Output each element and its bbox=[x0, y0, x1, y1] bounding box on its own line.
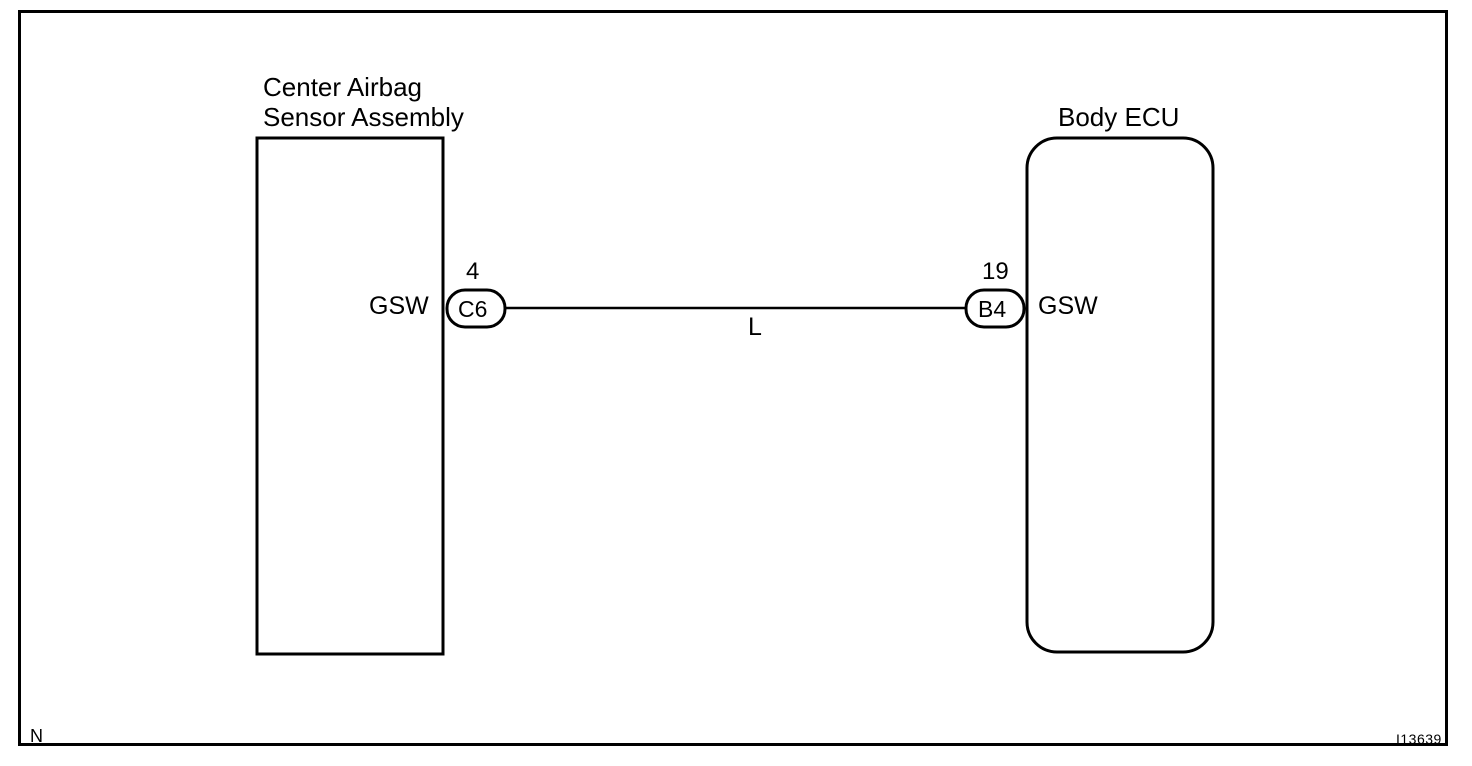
connector-c6 bbox=[445, 288, 507, 329]
body-ecu-box bbox=[1025, 136, 1215, 654]
left-pin-number: 4 bbox=[466, 258, 480, 285]
corner-letter: N bbox=[30, 726, 43, 746]
center-airbag-sensor-box bbox=[255, 136, 445, 656]
left-connector-code: C6 bbox=[458, 296, 488, 322]
center-airbag-title-line1: Center Airbag bbox=[263, 72, 422, 102]
right-terminal-label: GSW bbox=[1038, 292, 1098, 320]
center-airbag-title-line2: Sensor Assembly bbox=[263, 102, 464, 132]
diagram-frame bbox=[18, 10, 1448, 746]
right-pin-number: 19 bbox=[982, 258, 1009, 285]
left-terminal-label: GSW bbox=[369, 292, 429, 320]
body-ecu-title: Body ECU bbox=[1058, 102, 1180, 132]
figure-id: I13639 bbox=[1396, 731, 1442, 747]
wire-color-label: L bbox=[748, 313, 762, 341]
right-connector-code: B4 bbox=[978, 296, 1007, 322]
connector-b4 bbox=[964, 288, 1026, 329]
